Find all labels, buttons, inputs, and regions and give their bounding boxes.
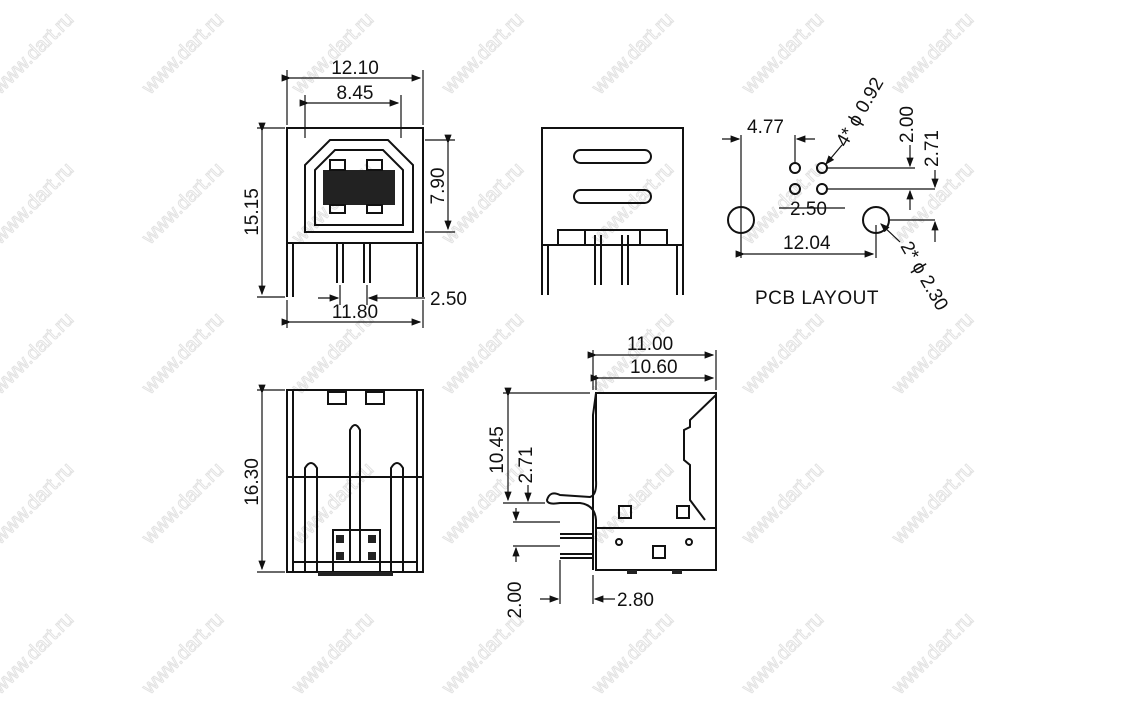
- dim-tab-offset: 2.71: [516, 447, 537, 484]
- watermark-text: www.dart.ru: [587, 8, 678, 99]
- side-view-top: [541, 127, 684, 295]
- watermark-text: www.dart.ru: [887, 608, 978, 699]
- watermark-text: www.dart.ru: [437, 308, 528, 399]
- watermark-text: www.dart.ru: [587, 608, 678, 699]
- watermark-text: www.dart.ru: [437, 8, 528, 99]
- watermark-text: www.dart.ru: [137, 458, 228, 549]
- watermark-text: www.dart.ru: [437, 158, 528, 249]
- dim-width-inner: 8.45: [337, 83, 374, 104]
- front-view: 12.10 8.45 15.15 7.90 11.80 2.50: [242, 58, 467, 328]
- watermark-text: www.dart.ru: [587, 458, 678, 549]
- watermark-text: www.dart.ru: [887, 308, 978, 399]
- pcb-layout: 4.77 4* ϕ 0.92 2.00 2.71 2.50 12.04 2* ϕ…: [722, 74, 952, 314]
- watermark-text: www.dart.ru: [437, 458, 528, 549]
- pcb-layout-title: PCB LAYOUT: [755, 288, 879, 309]
- watermark-text: www.dart.ru: [0, 158, 78, 249]
- watermark-text: www.dart.ru: [0, 8, 78, 99]
- dim-height-side: 10.45: [487, 426, 508, 474]
- watermark-text: www.dart.ru: [737, 308, 828, 399]
- watermark-text: www.dart.ru: [137, 608, 228, 699]
- watermark-text: www.dart.ru: [0, 308, 78, 399]
- watermark-text: www.dart.ru: [887, 158, 978, 249]
- dim-mount-span: 12.04: [783, 233, 831, 254]
- dim-offset-y: 2.71: [922, 130, 943, 167]
- dim-hole-large: 2* ϕ 2.30: [896, 238, 952, 314]
- dim-offset: 4.77: [747, 117, 784, 138]
- dim-pin-pitch-side: 2.00: [505, 582, 526, 619]
- dim-opening-height: 7.90: [428, 168, 449, 205]
- dim-depth: 16.30: [242, 458, 263, 506]
- watermark-text: www.dart.ru: [137, 8, 228, 99]
- watermark-text: www.dart.ru: [887, 8, 978, 99]
- watermark-text: www.dart.ru: [0, 458, 78, 549]
- watermark-text: www.dart.ru: [437, 608, 528, 699]
- dim-row-pitch: 2.00: [897, 106, 918, 143]
- dim-width-outer: 12.10: [331, 58, 379, 79]
- dim-length-inner: 10.60: [630, 357, 678, 378]
- watermark-text: www.dart.ru: [137, 158, 228, 249]
- bottom-view: 16.30: [242, 384, 424, 576]
- watermark-text: www.dart.ru: [737, 458, 828, 549]
- watermark-text: www.dart.ru: [287, 608, 378, 699]
- dim-pin-pitch: 2.50: [430, 289, 467, 310]
- dim-pin-pitch-pcb: 2.50: [790, 199, 827, 220]
- watermark-text: www.dart.ru: [0, 608, 78, 699]
- watermark-text: www.dart.ru: [887, 458, 978, 549]
- dim-hole-small: 4* ϕ 0.92: [832, 74, 888, 150]
- dim-height: 15.15: [242, 188, 263, 236]
- dim-pin-span: 11.80: [332, 302, 378, 323]
- watermark-text: www.dart.ru: [737, 608, 828, 699]
- watermark-text: www.dart.ru: [737, 8, 828, 99]
- side-view-bottom: 11.00 10.60 10.45 2.71 2.00 2.80: [487, 334, 717, 619]
- dim-length-outer: 11.00: [627, 334, 673, 355]
- watermark-text: www.dart.ru: [137, 308, 228, 399]
- dim-pin-offset: 2.80: [617, 590, 654, 611]
- watermark-layer: www.dart.ru www.dart.ru www.dart.ru www.dar…: [0, 8, 979, 700]
